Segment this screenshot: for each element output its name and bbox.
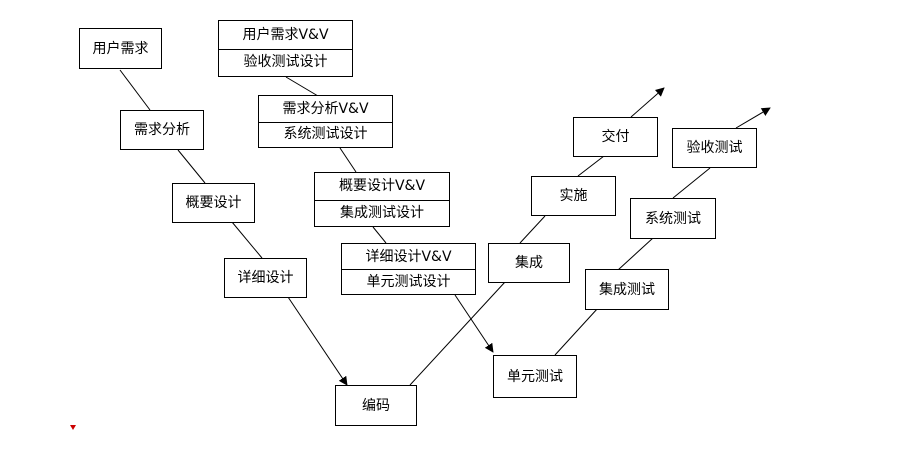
connector-detailed-coding [287,296,348,386]
connector-requirements-analysis [119,69,151,111]
connector-integration-implementation [519,215,546,244]
box-implementation: 实施 [531,176,616,216]
box-detailed-design-vv: 详细设计V&V 单元测试设计 [341,243,476,295]
box-coding: 编码 [335,385,417,426]
label-system-test-design: 系统测试设计 [283,126,368,143]
box-unit-test: 单元测试 [493,355,577,398]
red-marker-icon [70,425,76,430]
box-user-requirements: 用户需求 [79,28,162,69]
label-unit-test-design: 单元测试设计 [366,273,451,290]
label-requirements-analysis-vv: 需求分析V&V [259,96,392,123]
connector-vv-3 [372,226,387,244]
box-acceptance-test: 验收测试 [672,128,757,168]
box-outline-design-vv: 概要设计V&V 集成测试设计 [314,172,450,227]
connector-vv-1 [285,76,319,97]
label-outline-design-vv: 概要设计V&V [315,173,449,201]
connector-vv-unit [454,294,494,353]
arrow-delivery-out [630,87,665,118]
box-user-requirements-vv: 用户需求V&V 验收测试设计 [218,20,353,77]
connector-integration-system-test [617,237,654,271]
label-user-requirements-vv: 用户需求V&V [219,21,352,50]
connector-coding-integration [409,281,506,386]
connector-system-acceptance-test [672,167,711,199]
box-integration: 集成 [488,243,570,283]
box-requirements-analysis: 需求分析 [120,110,204,150]
label-detailed-design-vv: 详细设计V&V [342,244,475,270]
connector-vv-2 [339,147,357,173]
box-detailed-design: 详细设计 [224,258,307,298]
box-requirements-analysis-vv: 需求分析V&V 系统测试设计 [258,95,393,148]
arrow-acceptance-out [735,107,771,129]
box-outline-design: 概要设计 [172,183,255,223]
box-delivery: 交付 [573,117,658,157]
connector-implementation-delivery [577,155,605,177]
label-integration-test-design: 集成测试设计 [340,204,424,221]
connector-unit-integration-test [554,307,599,356]
box-integration-test: 集成测试 [585,269,669,310]
label-acceptance-test-design: 验收测试设计 [243,54,328,71]
connector-analysis-outline [177,149,206,184]
box-system-test: 系统测试 [630,198,716,239]
connector-outline-detailed [231,221,263,259]
